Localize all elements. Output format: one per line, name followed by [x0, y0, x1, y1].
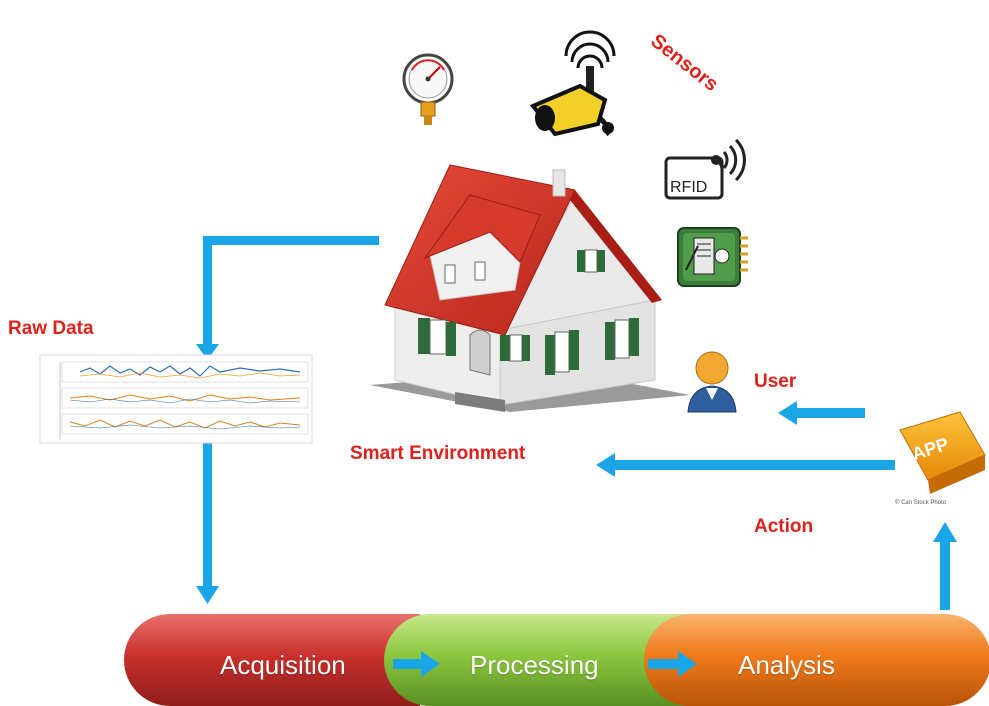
- analysis-pill: [644, 614, 989, 706]
- flow-arrows: [196, 236, 957, 610]
- raw-data-chart: [39, 354, 313, 444]
- action-label: Action: [754, 516, 814, 537]
- analysis-label: Analysis: [738, 650, 835, 680]
- arrow-app-to-environment: [596, 453, 895, 477]
- processing-label: Processing: [470, 650, 599, 680]
- pipeline-bar: [124, 614, 989, 706]
- user-icon: [687, 351, 737, 413]
- pipeline-arrow-2: [648, 651, 697, 677]
- user-label: User: [754, 371, 797, 392]
- processing-pill: [384, 614, 690, 706]
- image-credit: © Can Stock Photo: [895, 500, 947, 506]
- arrow-house-to-raw: [196, 236, 379, 360]
- house-illustration: [370, 164, 690, 412]
- smart-environment-label: Smart Environment: [350, 443, 526, 464]
- rfid-icon: RFID: [664, 138, 746, 200]
- rfid-text: RFID: [670, 179, 707, 196]
- house-windows: [418, 249, 639, 375]
- raw-data-label: Raw Data: [8, 318, 94, 339]
- sensor-board-icon: [677, 227, 748, 287]
- acquisition-pill: [124, 614, 420, 706]
- gauge-icon: [402, 53, 454, 125]
- acquisition-label: Acquisition: [220, 650, 346, 680]
- pipeline-arrow-1: [393, 651, 440, 677]
- arrow-raw-to-acquisition: [196, 438, 219, 604]
- arrow-analysis-to-app: [933, 522, 957, 610]
- wireless-sensor-icon: [529, 30, 616, 137]
- arrow-app-to-user: [778, 401, 865, 425]
- app-icon: APP: [899, 411, 986, 494]
